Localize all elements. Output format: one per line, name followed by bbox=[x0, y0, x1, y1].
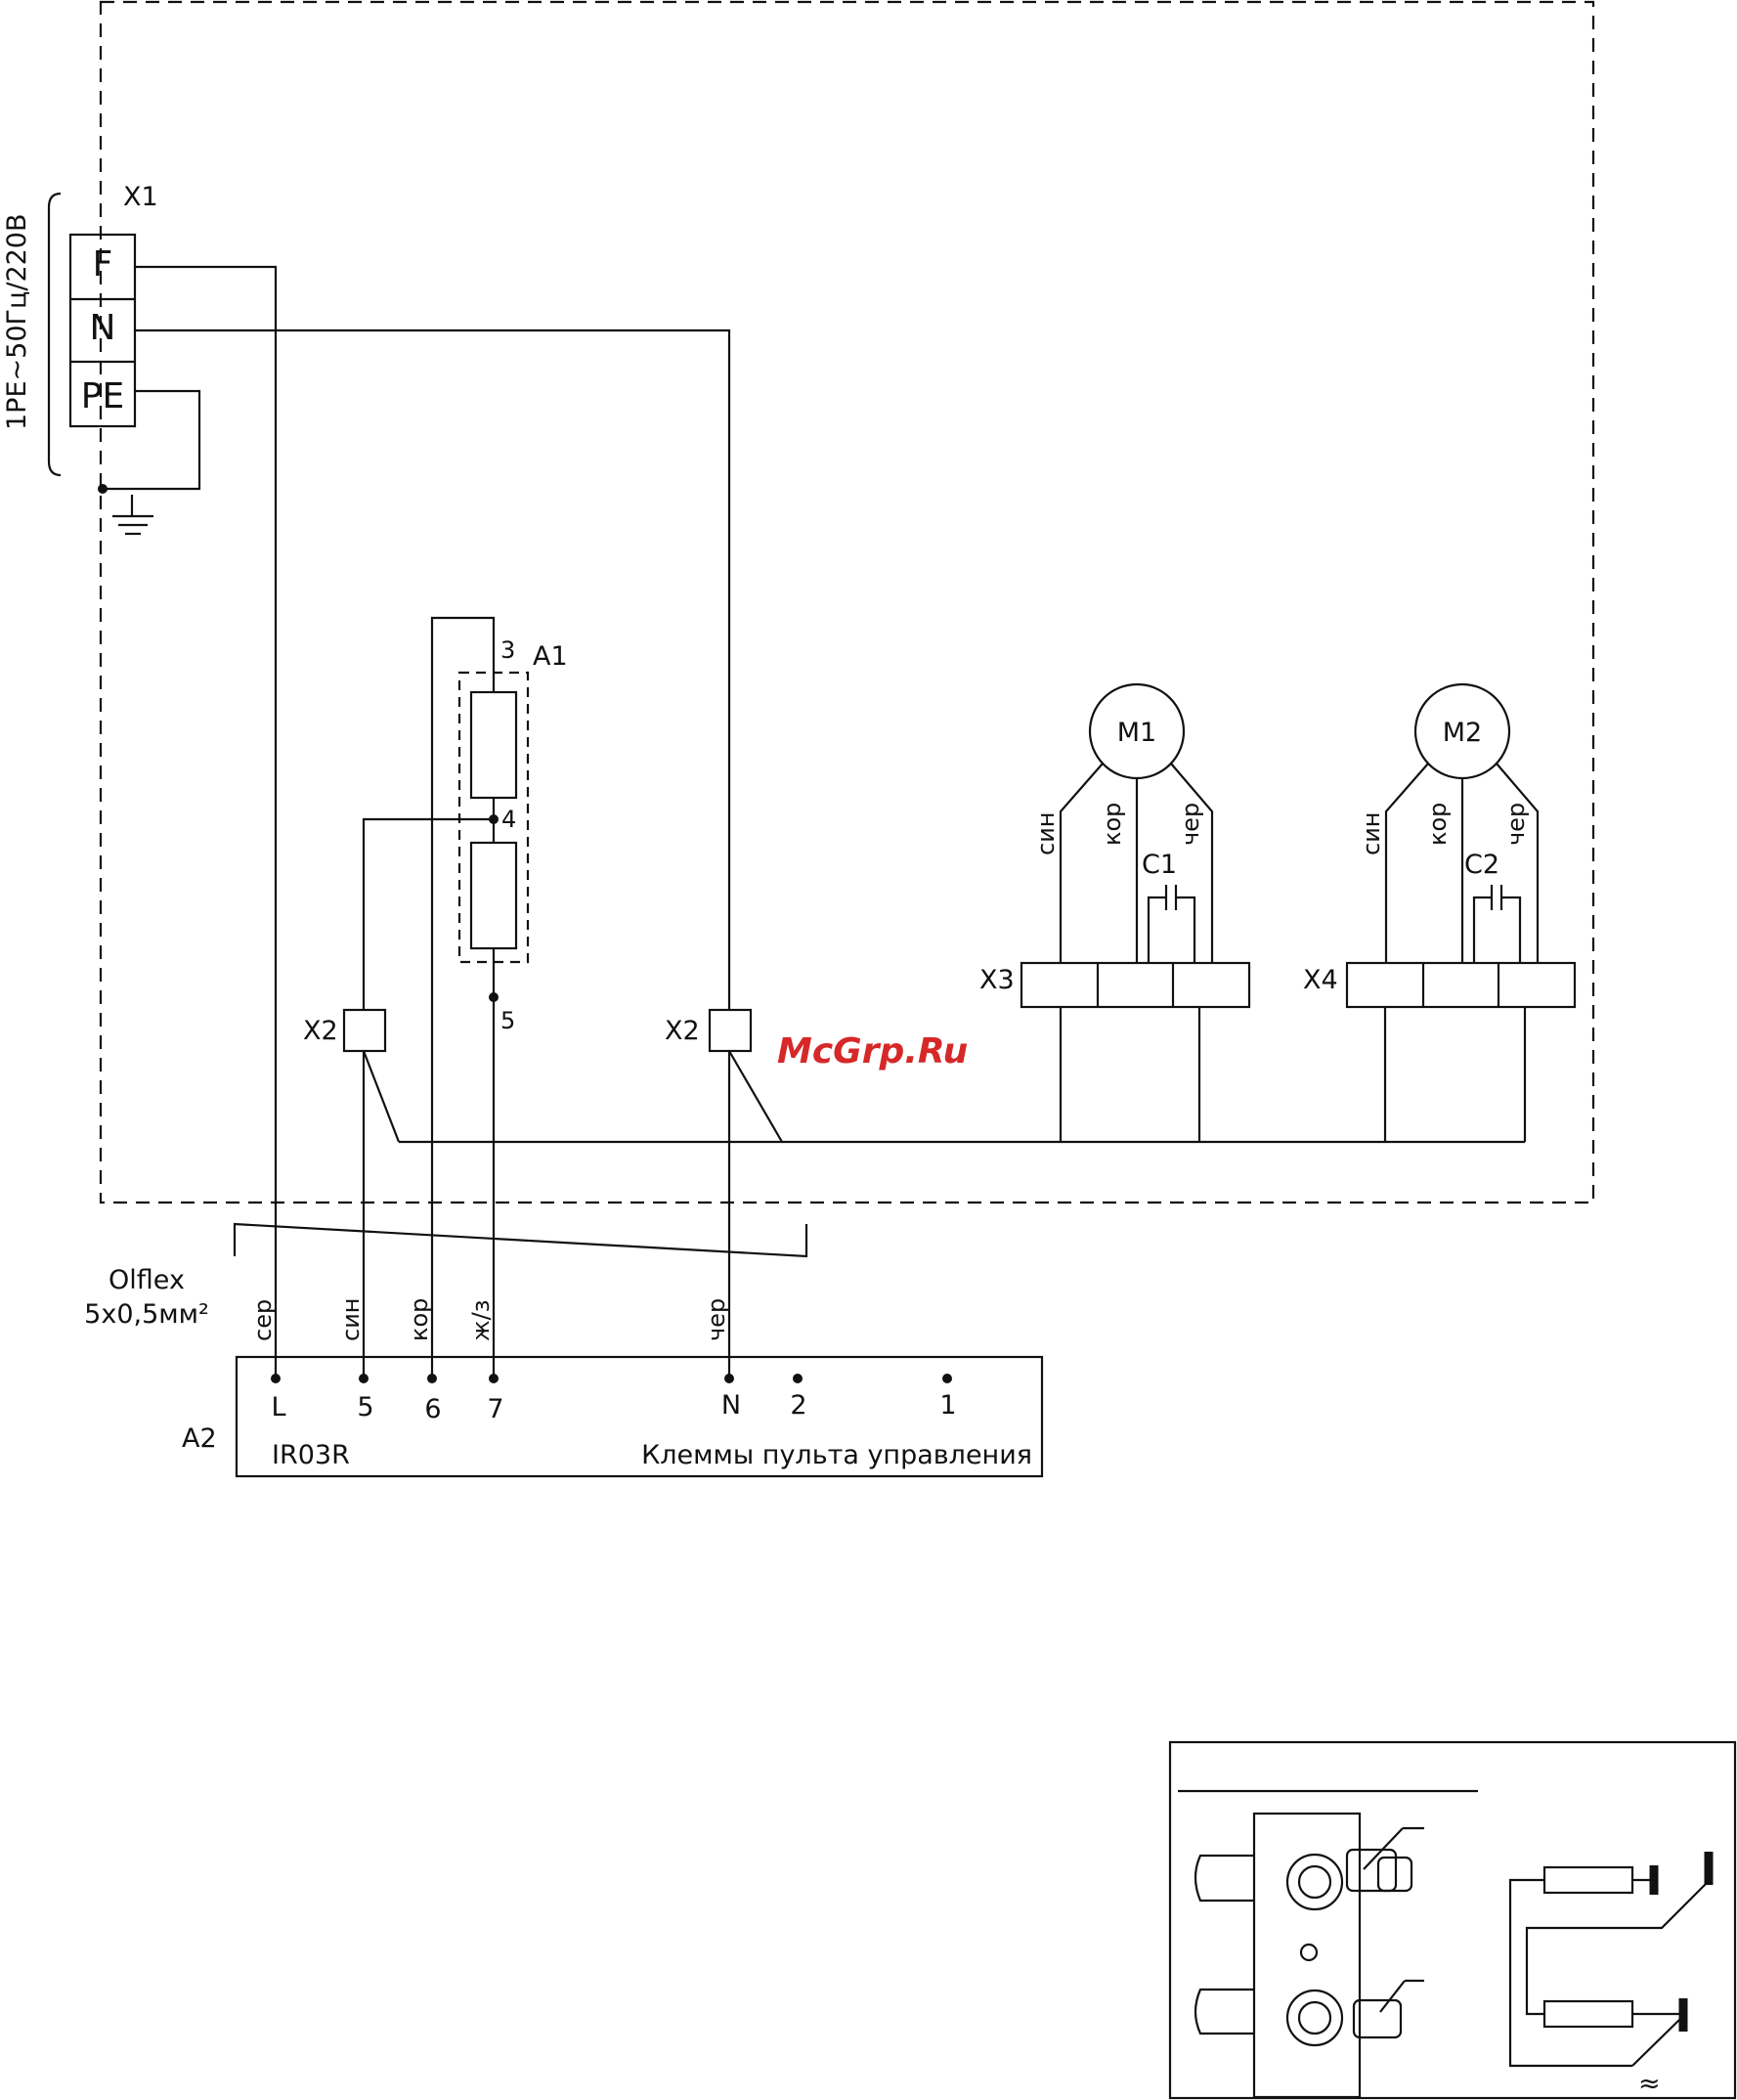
connector-x4 bbox=[1347, 963, 1575, 1007]
m1-wire-syn: син bbox=[1032, 812, 1060, 855]
x1-terminal-f: F bbox=[93, 244, 113, 284]
a1-pin-5: 5 bbox=[500, 1007, 515, 1034]
a2-terminal-5: 5 bbox=[357, 1392, 373, 1422]
a2-terminal-l: L bbox=[271, 1392, 285, 1422]
a2-terminal-6: 6 bbox=[424, 1394, 441, 1424]
x2-right-label: X2 bbox=[665, 1016, 700, 1046]
connector-x2-left bbox=[344, 1010, 385, 1051]
x2-left-label: X2 bbox=[303, 1016, 338, 1046]
component-a1: A1 3 4 5 bbox=[459, 636, 568, 1378]
m1-label: M1 bbox=[1117, 718, 1156, 748]
m1-wire-kor: кор bbox=[1099, 803, 1126, 846]
a2-terminal-1: 1 bbox=[939, 1390, 956, 1421]
capacitor-c2-icon bbox=[1474, 885, 1520, 963]
x4-label: X4 bbox=[1303, 965, 1338, 995]
ground-icon bbox=[112, 495, 153, 534]
supply-label: 1PE~50Гц/220В bbox=[2, 214, 32, 431]
m1-wire-cher: чер bbox=[1177, 803, 1204, 846]
cable-wire-syn: син bbox=[337, 1298, 365, 1341]
a1-resistor-bottom bbox=[471, 843, 516, 948]
inset-symbol: ≈ bbox=[1638, 2069, 1661, 2099]
cable-line2: 5х0,5мм² bbox=[84, 1299, 209, 1330]
x1-label: X1 bbox=[123, 182, 158, 212]
connector-x2-right bbox=[710, 1010, 751, 1051]
wire-a1-4 bbox=[364, 819, 494, 1010]
m2-label: M2 bbox=[1443, 718, 1482, 748]
x3-label: X3 bbox=[979, 965, 1015, 995]
m2-wire-kor: кор bbox=[1424, 803, 1452, 846]
a2-terminal-7: 7 bbox=[487, 1394, 503, 1424]
motor-m1: M1 син кор чер C1 X3 bbox=[979, 684, 1249, 1142]
inset-panel: ≈ bbox=[1170, 1742, 1735, 2099]
a1-pin-4: 4 bbox=[501, 806, 516, 833]
heater-terminal-illustration bbox=[1195, 1814, 1424, 2097]
a2-terminal-n: N bbox=[721, 1390, 741, 1421]
motor-m2: M2 син кор чер C2 X4 bbox=[1303, 684, 1575, 1142]
capacitor-c1-icon bbox=[1149, 885, 1194, 963]
m2-wire-cher: чер bbox=[1502, 803, 1530, 846]
a1-resistor-top bbox=[471, 692, 516, 798]
wire-f-l bbox=[135, 267, 276, 1378]
control-panel-a2: L 5 6 7 N 2 1 IR03R Клеммы пульта управл… bbox=[237, 1357, 1042, 1476]
wire-a1-3 bbox=[432, 618, 494, 1378]
supply-bracket bbox=[49, 194, 61, 475]
watermark: McGrp.Ru bbox=[777, 1031, 968, 1072]
a1-label: A1 bbox=[533, 641, 568, 672]
cable-line1: Olflex bbox=[109, 1265, 185, 1295]
a2-terminal-2: 2 bbox=[790, 1390, 806, 1421]
cable-wire-zhz: ж/з bbox=[467, 1300, 495, 1341]
a1-pin-3: 3 bbox=[500, 636, 515, 664]
x1-terminal-n: N bbox=[90, 308, 116, 348]
cable-sheath bbox=[235, 1224, 806, 1256]
cable-wire-cher: чер bbox=[703, 1298, 730, 1341]
x1-terminal-pe: PE bbox=[81, 376, 124, 416]
connector-x3 bbox=[1021, 963, 1249, 1007]
a2-model: IR03R bbox=[272, 1440, 350, 1470]
cable-wire-kor: кор bbox=[406, 1298, 433, 1341]
c2-label: C2 bbox=[1464, 850, 1499, 880]
a2-label: A2 bbox=[182, 1423, 217, 1454]
cable-wire-ser: сер bbox=[249, 1299, 277, 1341]
a2-caption: Клеммы пульта управления bbox=[641, 1440, 1032, 1470]
c1-label: C1 bbox=[1142, 850, 1177, 880]
terminal-block-x1: X1 F N PE bbox=[70, 182, 158, 426]
m2-wire-syn: син bbox=[1358, 812, 1385, 855]
heater-connection-schematic bbox=[1510, 1852, 1709, 2066]
